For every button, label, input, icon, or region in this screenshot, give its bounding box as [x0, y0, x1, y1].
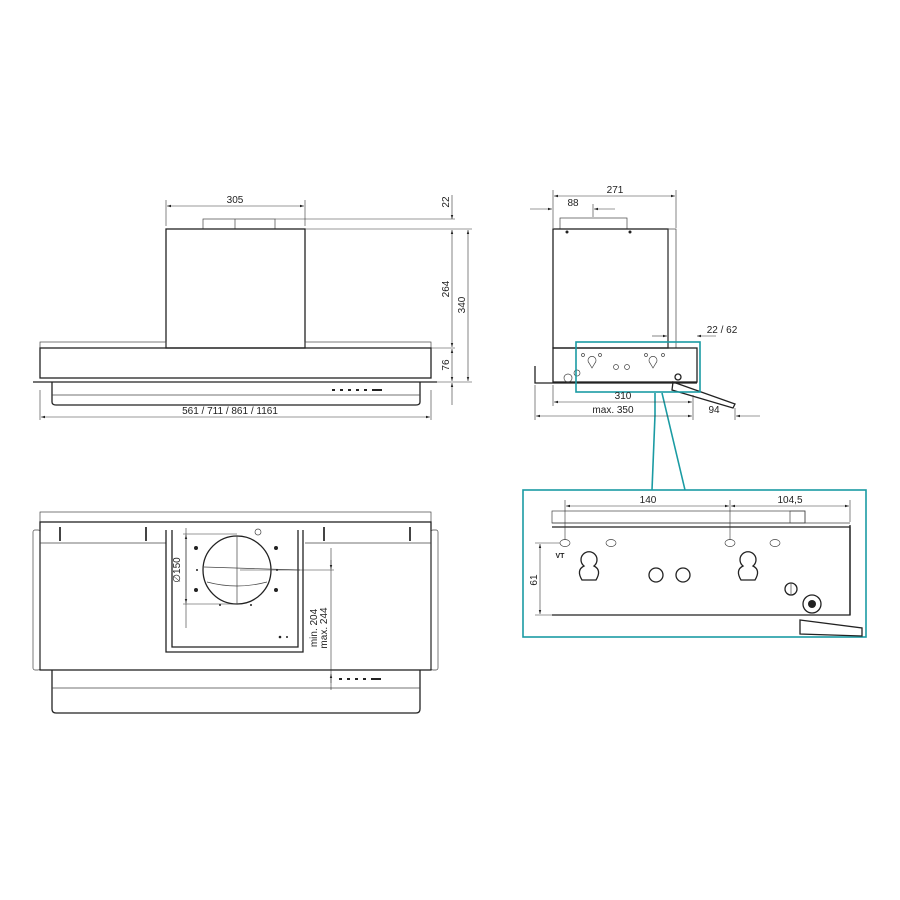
dim-duct-offset: 88	[567, 198, 579, 209]
dim-handle: 94	[708, 405, 720, 416]
dim-lower-height: 76	[441, 359, 452, 371]
dim-widths: 561 / 711 / 861 / 1161	[182, 406, 278, 417]
dim-base-depth: 310	[615, 391, 632, 402]
control-buttons-bottom	[339, 678, 381, 680]
front-view: 305 22 264 340 76 561 / 711 / 861 / 1161	[33, 195, 472, 420]
dim-end-distance: 104,5	[777, 495, 802, 506]
dim-hole-spacing: 140	[640, 495, 657, 506]
dim-body-height: 264	[441, 280, 452, 297]
dim-duct-diameter: ∅150	[172, 557, 183, 583]
dim-width-top: 305	[227, 195, 244, 206]
detail-view: 140 104,5 61 VT	[522, 489, 867, 638]
dim-duct-height: 22	[441, 196, 452, 208]
dim-total-height: 340	[457, 296, 468, 313]
bottom-view: ∅150 min. 204 max. 244	[32, 511, 439, 714]
dim-detail-height: 61	[529, 574, 540, 586]
vt-label: VT	[556, 553, 566, 560]
dim-max-distance: max. 244	[319, 607, 330, 649]
dim-depth: 271	[607, 185, 624, 196]
dim-min-distance: min. 204	[309, 608, 320, 647]
control-buttons	[332, 389, 382, 391]
dim-adjust: 22 / 62	[707, 325, 738, 336]
dim-max-depth: max. 350	[592, 405, 634, 416]
detail-highlight	[575, 341, 701, 393]
side-view: 271 88 22 / 62 310 max. 350 94	[530, 185, 760, 491]
